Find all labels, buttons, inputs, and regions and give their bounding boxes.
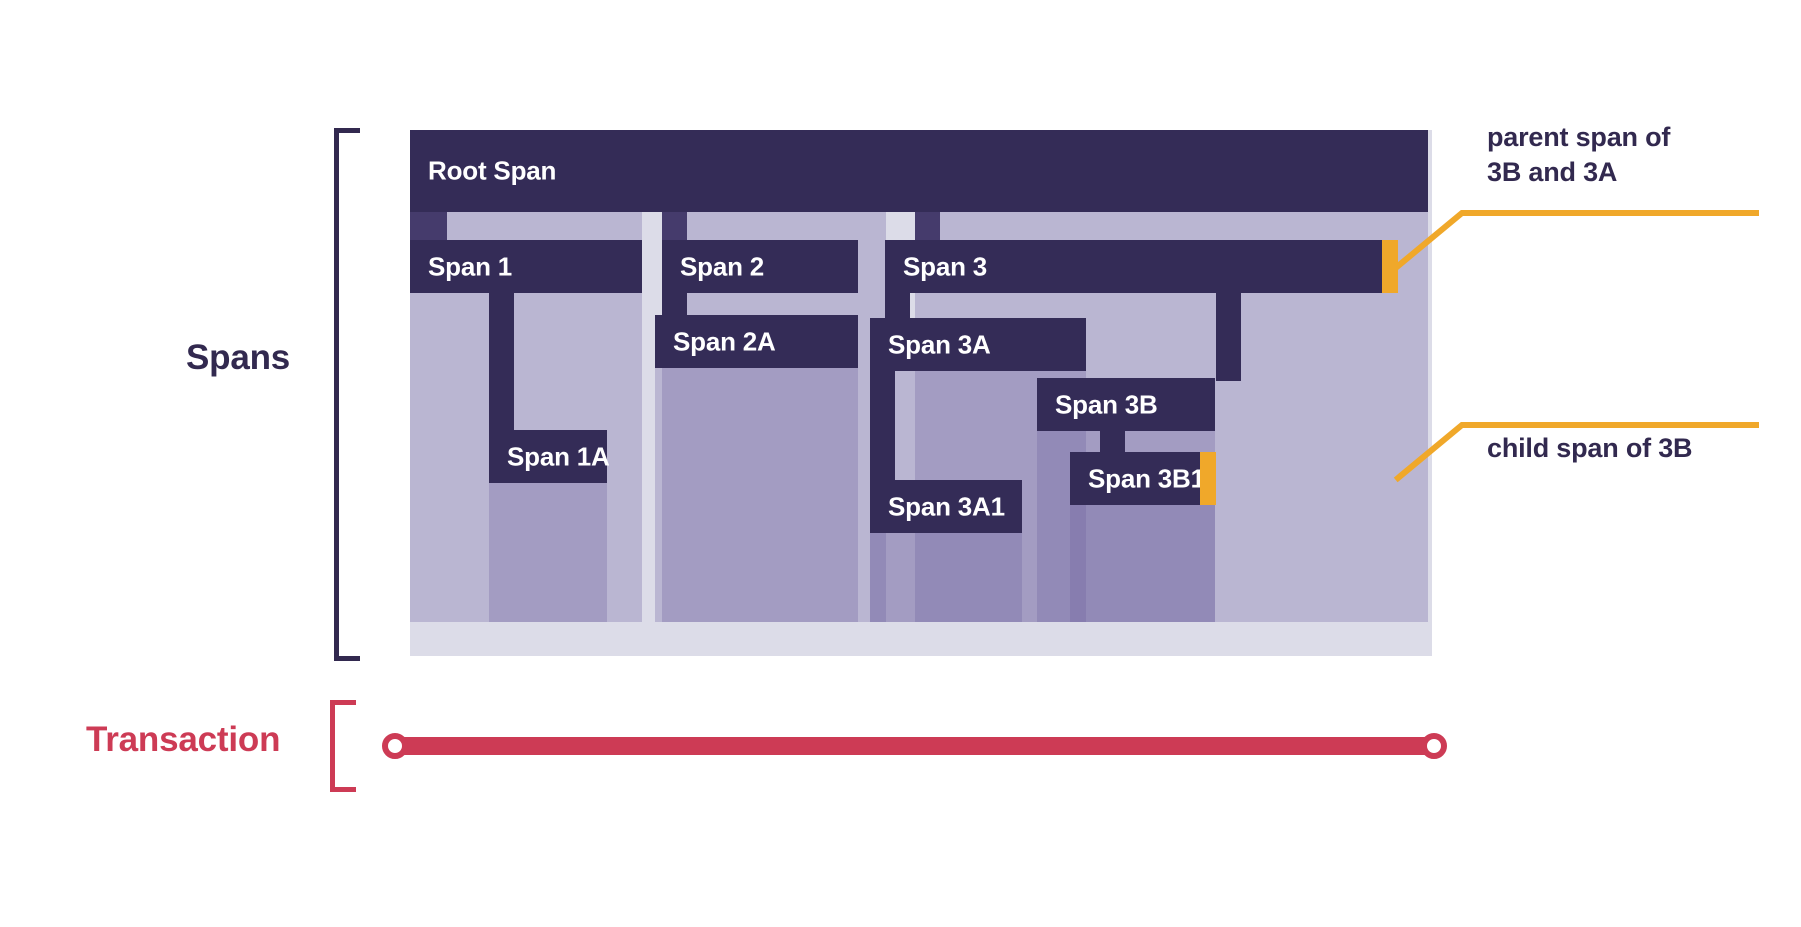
- stem-span3-to-span3a: [885, 293, 910, 321]
- span-1a-bar[interactable]: Span 1A: [489, 430, 610, 483]
- span-3a1-bar[interactable]: Span 3A1: [870, 480, 1022, 533]
- span-panel: Root Span Span 1 Span 1A Span 2: [410, 130, 1432, 656]
- callout-marker-parent-span: [1382, 240, 1398, 293]
- stem-root-to-span2: [662, 212, 687, 240]
- stem-span3b-to-span3b1: [1100, 431, 1125, 455]
- span-3-label: Span 3: [903, 251, 988, 281]
- stem-root-to-span1: [410, 212, 447, 240]
- stem-span2-to-span2a: [662, 293, 687, 318]
- span-3b-label: Span 3B: [1055, 389, 1158, 419]
- span-root[interactable]: Root Span: [410, 130, 1428, 212]
- span-1a-label: Span 1A: [507, 441, 610, 471]
- callout-parent-span-text: parent span of 3B and 3A: [1487, 120, 1777, 189]
- stem-span3-to-span3b: [1216, 293, 1241, 381]
- transaction-bar[interactable]: [386, 737, 1433, 755]
- callout-parent-span-line2: 3B and 3A: [1487, 156, 1618, 187]
- span-2a-bar[interactable]: Span 2A: [655, 315, 858, 368]
- callout-child-span-text: child span of 3B: [1487, 431, 1787, 466]
- transaction-bracket: [330, 700, 356, 792]
- span-3b-bar[interactable]: Span 3B: [1037, 378, 1215, 431]
- span-3-bar[interactable]: Span 3: [885, 240, 1398, 293]
- stem-span3a-to-span3a1: [870, 371, 895, 484]
- transaction-end-dot[interactable]: [1421, 733, 1447, 759]
- span-2-label: Span 2: [680, 251, 765, 281]
- span-1-bar[interactable]: Span 1: [410, 240, 642, 293]
- span-3a1-label: Span 3A1: [888, 491, 1005, 521]
- span-3a-bar[interactable]: Span 3A: [870, 318, 1086, 371]
- callout-parent-span-line1: parent span of: [1487, 122, 1671, 152]
- span-2a-label: Span 2A: [673, 326, 776, 356]
- span-root-bar: Root Span: [410, 130, 1428, 212]
- callout-child-span-line1: child span of 3B: [1487, 433, 1693, 463]
- span-3a-label: Span 3A: [888, 329, 991, 359]
- spans-label: Spans: [186, 338, 291, 377]
- transaction-start-dot[interactable]: [382, 733, 408, 759]
- callout-marker-child-span: [1200, 452, 1216, 505]
- span-3b1-bar[interactable]: Span 3B1: [1070, 452, 1215, 505]
- stem-root-to-span3: [915, 212, 940, 240]
- span-2-bar[interactable]: Span 2: [662, 240, 858, 293]
- transaction-label: Transaction: [86, 720, 281, 759]
- stem-span1-to-span1a: [489, 293, 514, 433]
- span-3b1-label: Span 3B1: [1088, 463, 1205, 493]
- span-1-label: Span 1: [428, 251, 513, 281]
- callout-line-parent-span: [1393, 210, 1759, 271]
- spans-bracket: [334, 128, 360, 661]
- span-root-label: Root Span: [428, 155, 557, 186]
